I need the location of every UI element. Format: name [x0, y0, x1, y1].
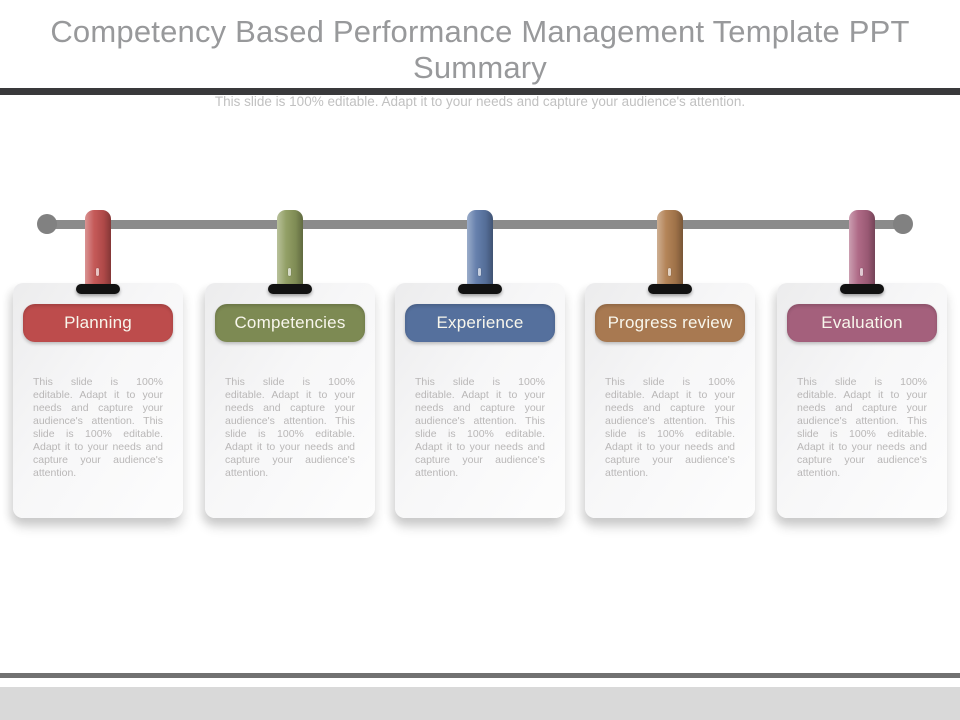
timeline-item-competencies: Competencies This slide is 100% editable… — [205, 210, 375, 525]
card-progress-review: Progress review This slide is 100% edita… — [585, 283, 755, 518]
card-title-pill: Planning — [23, 304, 173, 342]
timeline-item-evaluation: Evaluation This slide is 100% editable. … — [777, 210, 947, 525]
card-body-text: This slide is 100% editable. Adapt it to… — [605, 376, 735, 479]
card-body-text: This slide is 100% editable. Adapt it to… — [797, 376, 927, 479]
card-title: Evaluation — [821, 313, 903, 332]
footer-strip — [0, 687, 960, 720]
hanger-strap — [277, 210, 303, 292]
card-evaluation: Evaluation This slide is 100% editable. … — [777, 283, 947, 518]
timeline-item-planning: Planning This slide is 100% editable. Ad… — [13, 210, 183, 525]
hanger-clip — [840, 284, 884, 294]
hanger-clip — [268, 284, 312, 294]
hanger-strap — [657, 210, 683, 292]
hanger-strap — [467, 210, 493, 292]
card-title-pill: Evaluation — [787, 304, 937, 342]
card-body-text: This slide is 100% editable. Adapt it to… — [33, 376, 163, 479]
page-subtitle: This slide is 100% editable. Adapt it to… — [214, 94, 746, 109]
card-planning: Planning This slide is 100% editable. Ad… — [13, 283, 183, 518]
header-divider — [0, 88, 960, 95]
hanger-clip — [76, 284, 120, 294]
card-title: Competencies — [234, 313, 346, 332]
card-title: Progress review — [607, 313, 733, 332]
header: Competency Based Performance Management … — [0, 14, 960, 109]
timeline-item-progress-review: Progress review This slide is 100% edita… — [585, 210, 755, 525]
hanger-strap — [85, 210, 111, 292]
card-experience: Experience This slide is 100% editable. … — [395, 283, 565, 518]
hanger-clip — [648, 284, 692, 294]
card-competencies: Competencies This slide is 100% editable… — [205, 283, 375, 518]
timeline-endpoint-left — [37, 214, 57, 234]
card-title: Planning — [64, 313, 132, 332]
timeline-item-experience: Experience This slide is 100% editable. … — [395, 210, 565, 525]
card-body-text: This slide is 100% editable. Adapt it to… — [415, 376, 545, 479]
hanger-clip — [458, 284, 502, 294]
card-title-pill: Competencies — [215, 304, 365, 342]
footer-divider — [0, 673, 960, 678]
card-title-pill: Experience — [405, 304, 555, 342]
timeline-endpoint-right — [893, 214, 913, 234]
hanger-strap — [849, 210, 875, 292]
page-title: Competency Based Performance Management … — [50, 14, 910, 85]
card-title-pill: Progress review — [595, 304, 745, 342]
card-title: Experience — [436, 313, 524, 332]
card-body-text: This slide is 100% editable. Adapt it to… — [225, 376, 355, 479]
